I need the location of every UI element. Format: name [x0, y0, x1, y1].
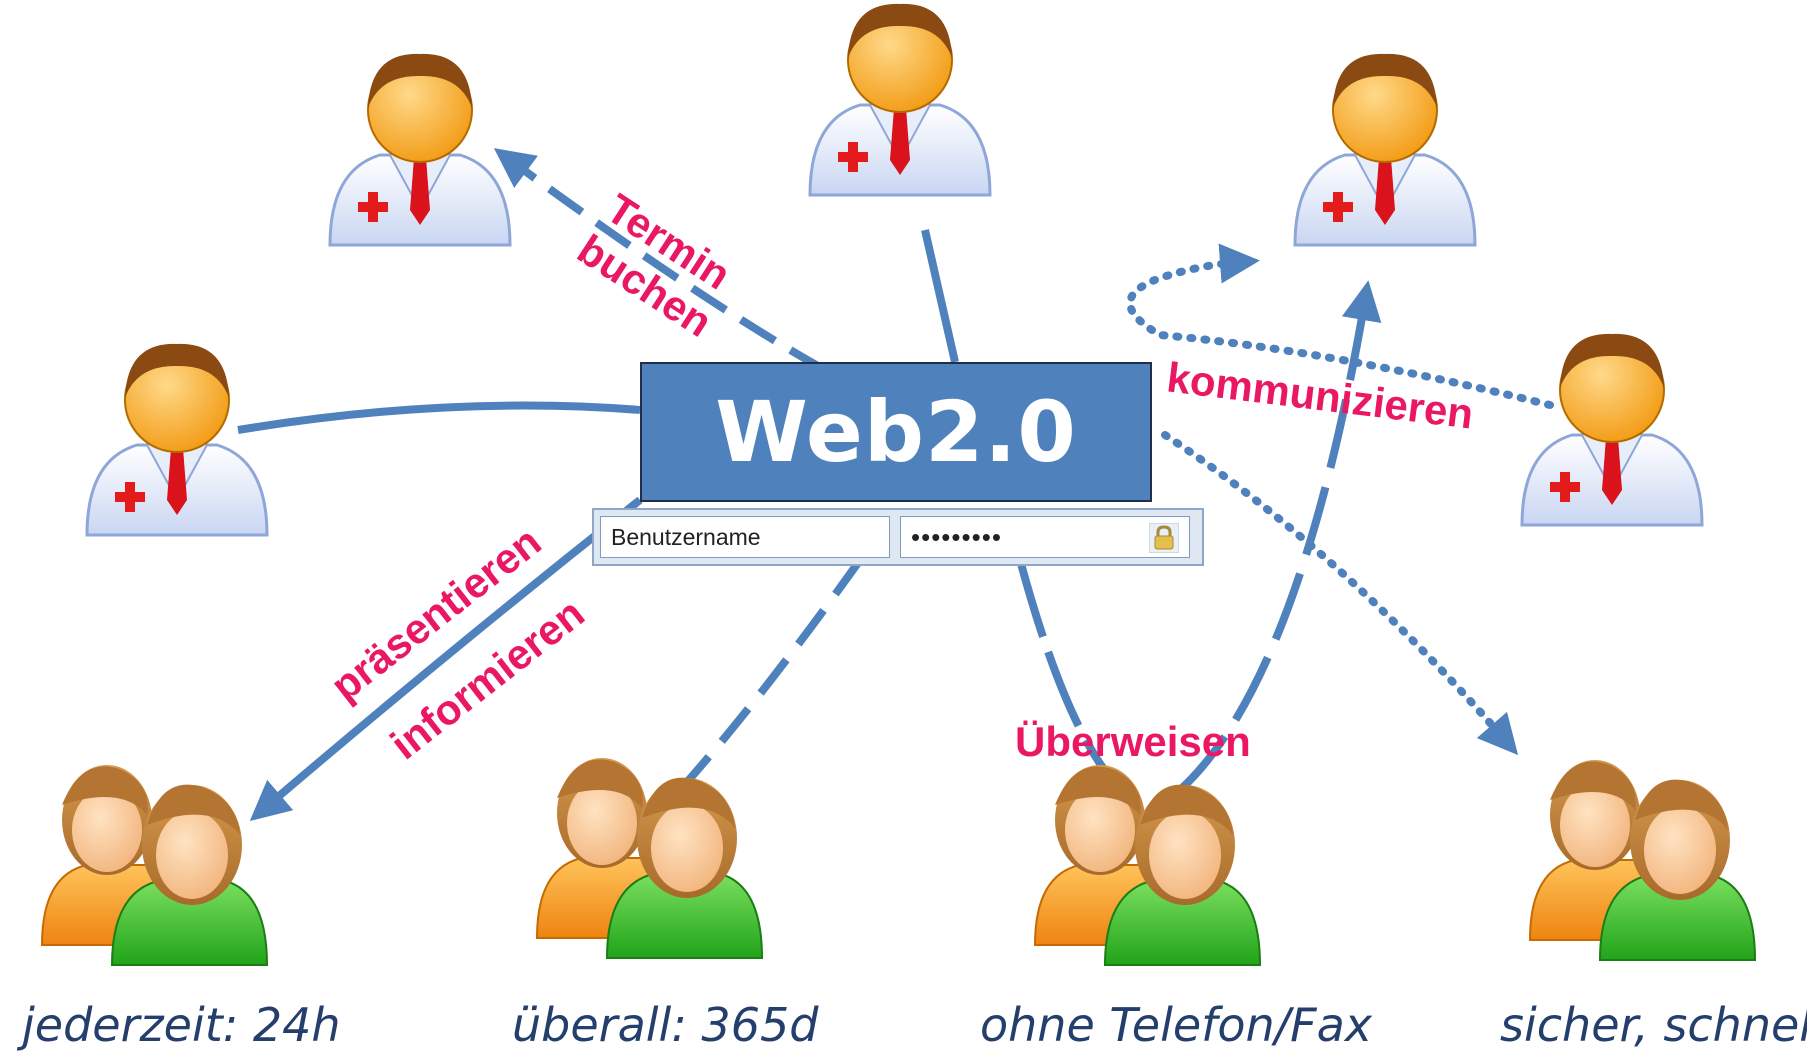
arrow-kommunizieren	[1126, 243, 1554, 409]
patient-group-icon	[41, 764, 268, 966]
caption-jederzeit: jederzeit: 24h	[22, 998, 341, 1052]
arrow-ueberweisen	[1016, 558, 1161, 816]
doctor-icon	[1520, 332, 1704, 527]
patient-group-icon	[1034, 764, 1261, 966]
patient-group-icon	[536, 757, 763, 959]
doctor-icon	[1293, 52, 1477, 247]
connection-arrows	[237, 148, 1554, 821]
line-ueberall	[677, 557, 864, 793]
password-field[interactable]: •••••••••	[900, 516, 1190, 558]
line-top-doctor	[921, 229, 959, 363]
hub-title: Web2.0	[715, 383, 1077, 481]
arrow-praesentieren	[249, 496, 643, 821]
username-field[interactable]: Benutzername	[600, 516, 890, 558]
caption-ueberall: überall: 365d	[512, 998, 819, 1052]
line-left-doctor	[237, 401, 641, 434]
login-bar: Benutzername •••••••••	[592, 508, 1204, 566]
doctor-icon	[328, 52, 512, 247]
patient-group-icon	[1529, 759, 1756, 961]
web20-hub: Web2.0	[640, 362, 1152, 502]
arrow-kommunizieren-2	[1161, 431, 1519, 756]
arrow-termin-buchen	[493, 148, 827, 374]
doctor-icon	[85, 342, 269, 537]
label-ueberweisen: Überweisen	[1015, 718, 1251, 765]
arrow-ueberweisen-up	[1177, 280, 1382, 793]
doctor-icon	[808, 2, 992, 197]
padlock-icon[interactable]	[1149, 523, 1179, 553]
password-mask: •••••••••	[911, 522, 1002, 552]
caption-ohne-telefon: ohne Telefon/Fax	[980, 998, 1373, 1052]
caption-sicher: sicher, schnell	[1500, 998, 1807, 1052]
